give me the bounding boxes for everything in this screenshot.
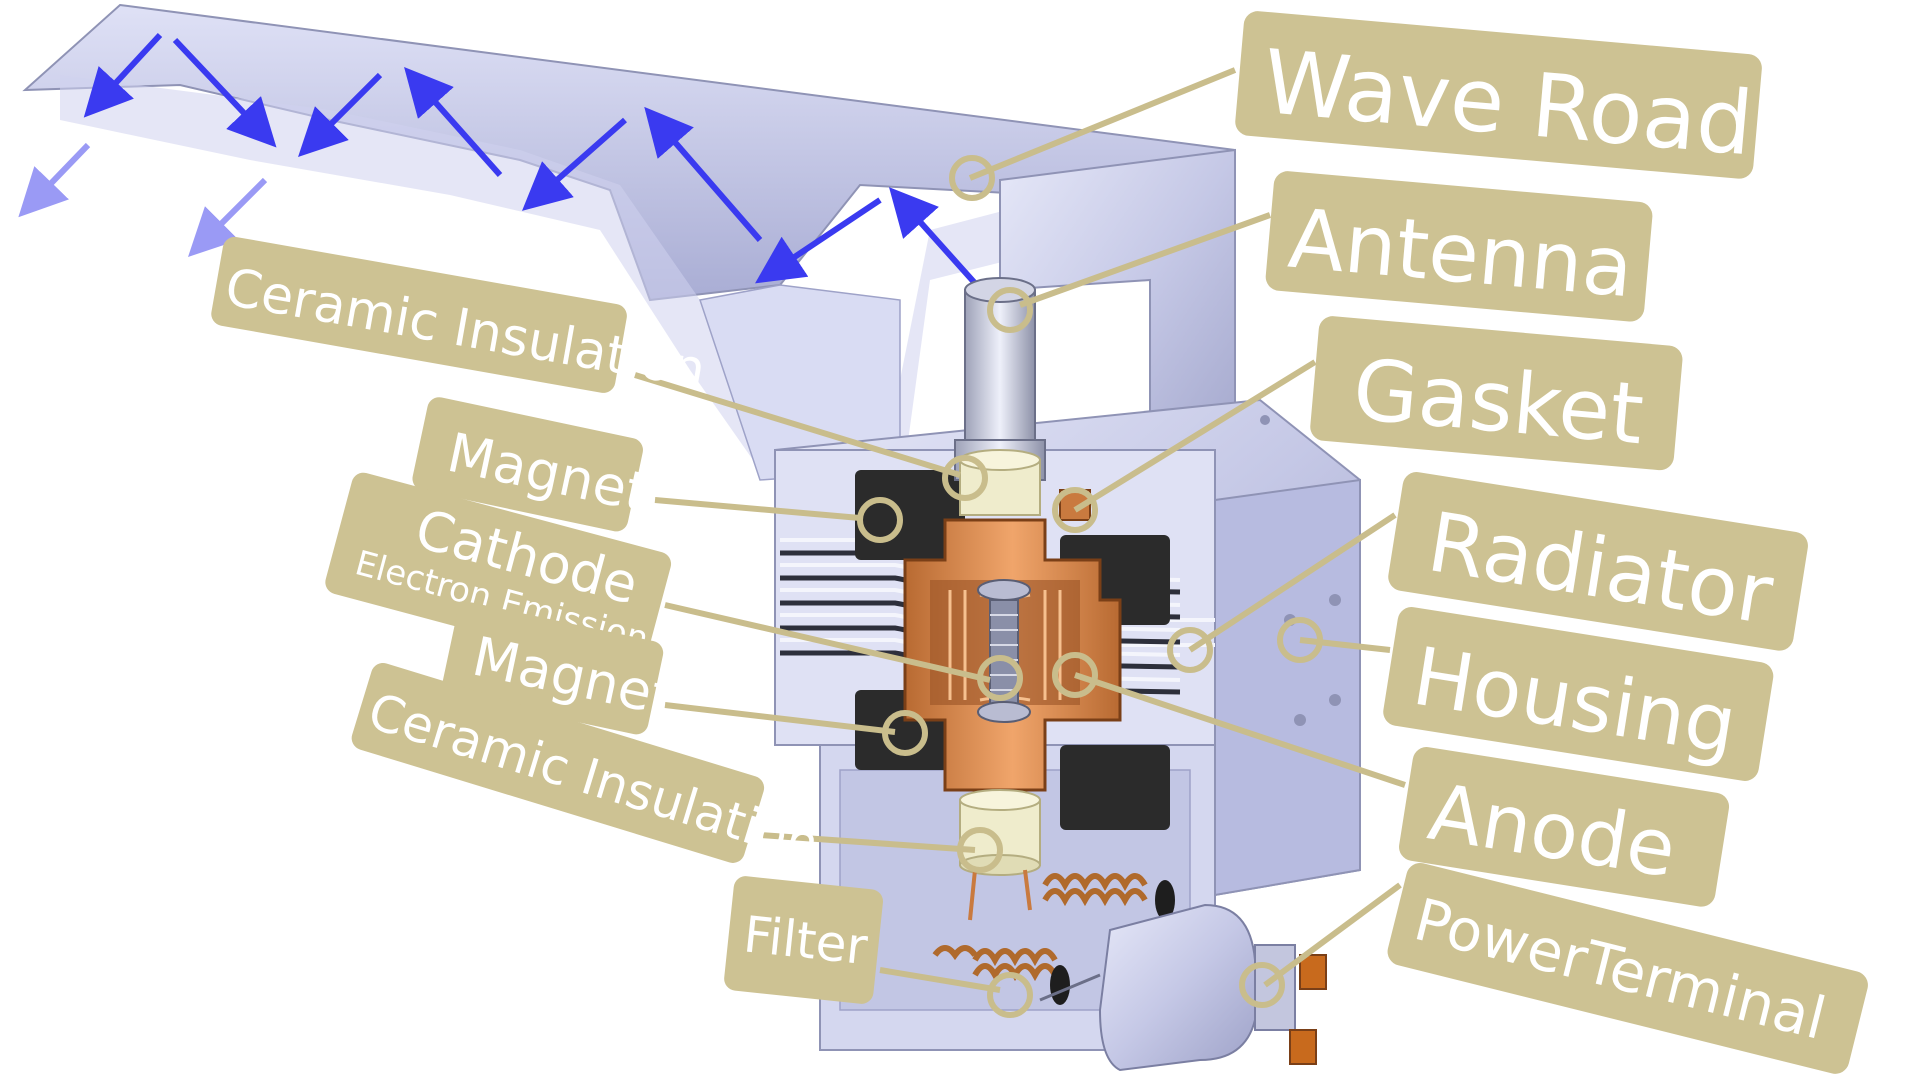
ring-cathode bbox=[977, 655, 1023, 701]
label-antenna: Antenna bbox=[1265, 171, 1653, 322]
leader-housing bbox=[1299, 637, 1391, 653]
power-terminal bbox=[1039, 903, 1327, 1072]
label-filter-text: Filter bbox=[741, 905, 871, 976]
leader-antenna bbox=[1018, 212, 1272, 308]
ring-ceramic-top bbox=[942, 455, 988, 501]
magnet-bottom-right bbox=[1060, 745, 1170, 830]
filter-caps bbox=[1050, 880, 1175, 1005]
waveguide bbox=[22, 3, 1236, 520]
leader-filter bbox=[879, 967, 1001, 993]
ring-anode bbox=[1052, 652, 1098, 698]
leader-gasket bbox=[1073, 359, 1317, 513]
label-wave-road: Wave Road bbox=[1235, 11, 1762, 179]
label-radiator: Radiator bbox=[1388, 472, 1808, 651]
label-filter: Filter bbox=[724, 876, 883, 1004]
anode-core bbox=[903, 518, 1122, 792]
label-cathode: Cathode Electron Emission bbox=[325, 472, 672, 674]
leader-wave-road bbox=[968, 67, 1237, 181]
leader-rings bbox=[857, 155, 1323, 1018]
leader-cathode bbox=[664, 602, 991, 683]
ring-radiator bbox=[1167, 627, 1213, 673]
filter-coils bbox=[932, 873, 1148, 982]
ring-housing bbox=[1277, 617, 1323, 663]
leader-anode bbox=[1074, 672, 1406, 788]
ring-magnet-top bbox=[857, 497, 903, 543]
leader-power-terminal bbox=[1263, 882, 1402, 988]
leader-ceramic-top bbox=[634, 372, 961, 478]
ring-filter bbox=[987, 972, 1033, 1018]
ring-power-terminal bbox=[1239, 962, 1285, 1008]
leader-magnet-top bbox=[654, 497, 861, 521]
leader-ceramic-bottom bbox=[759, 832, 976, 853]
ring-ceramic-bottom bbox=[957, 827, 1003, 873]
ring-magnet-bottom bbox=[882, 710, 928, 756]
ring-antenna bbox=[987, 287, 1033, 333]
label-housing: Housing bbox=[1383, 607, 1774, 781]
leader-radiator bbox=[1188, 512, 1397, 653]
ring-wave-road bbox=[949, 155, 995, 201]
ring-gasket bbox=[1052, 487, 1098, 533]
leader-lines bbox=[634, 67, 1406, 993]
label-anode: Anode bbox=[1399, 747, 1730, 907]
label-magnet-top: Magnet bbox=[412, 397, 653, 532]
leader-magnet-bottom bbox=[664, 702, 896, 735]
label-gasket: Gasket bbox=[1310, 316, 1683, 471]
